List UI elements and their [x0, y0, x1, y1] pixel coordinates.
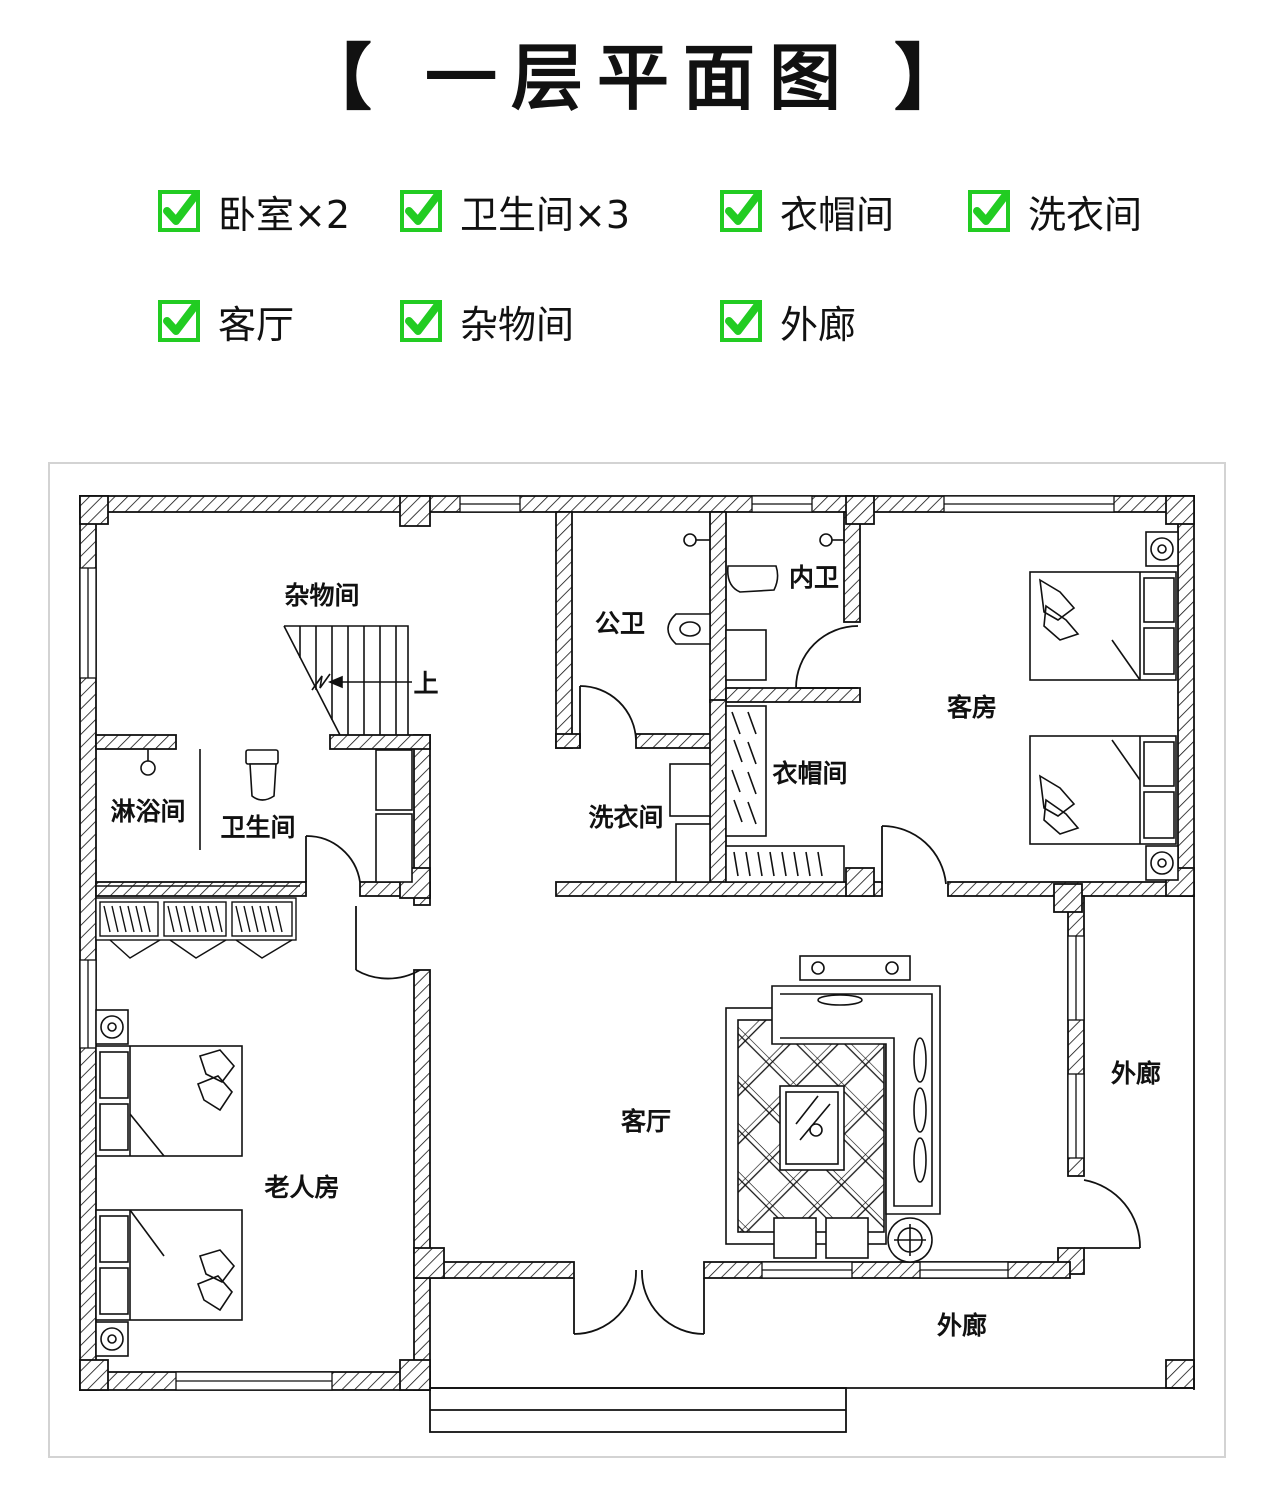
plan-frame	[48, 462, 1226, 1458]
doors	[305, 625, 1141, 1335]
feature-label: 衣帽间	[780, 192, 895, 237]
feature-item: 外廊	[720, 296, 857, 347]
windows	[79, 495, 1115, 1391]
page-title: 【 一层平面图 】	[299, 36, 981, 120]
checkbox-checked-icon	[158, 190, 200, 232]
room-label-veranda-south: 外廊	[937, 1311, 987, 1340]
bathroom-fixtures	[96, 749, 413, 887]
checkbox-checked-icon	[158, 300, 200, 342]
room-label-living-room: 客厅	[621, 1107, 671, 1136]
room-label-public-wc: 公卫	[595, 609, 645, 638]
feature-item: 洗衣间	[968, 186, 1143, 237]
elder-beds	[95, 1009, 243, 1357]
checkbox-checked-icon	[720, 300, 762, 342]
feature-label: 洗衣间	[1028, 192, 1143, 237]
room-label-veranda-east: 外廊	[1111, 1059, 1161, 1088]
checkbox-checked-icon	[968, 190, 1010, 232]
guest-beds	[1029, 531, 1179, 881]
feature-label: 外廊	[780, 302, 857, 347]
room-label-bathroom: 卫生间	[220, 813, 295, 842]
feature-item: 客厅	[158, 296, 295, 347]
feature-label: 客厅	[218, 302, 295, 347]
feature-item: 卧室×2	[158, 186, 351, 237]
room-label-ensuite-wc: 内卫	[789, 563, 839, 592]
veranda-edge	[429, 896, 1195, 1433]
stair-up-label: 上	[413, 669, 438, 698]
stairs	[283, 625, 412, 736]
feature-label: 卧室×2	[218, 192, 351, 237]
checkbox-checked-icon	[720, 190, 762, 232]
feature-label: 卫生间×3	[460, 192, 631, 237]
room-label-storage: 杂物间	[284, 581, 359, 610]
public-wc-fixtures	[667, 533, 711, 645]
feature-label: 杂物间	[460, 302, 575, 347]
wardrobe	[95, 897, 297, 959]
feature-item: 杂物间	[400, 296, 575, 347]
room-label-laundry: 洗衣间	[588, 803, 663, 832]
room-label-elder-room: 老人房	[264, 1173, 339, 1202]
checkbox-checked-icon	[400, 190, 442, 232]
laundry-fixtures	[669, 705, 845, 883]
feature-item: 卫生间×3	[400, 186, 631, 237]
ensuite-fixtures	[725, 533, 844, 681]
room-label-guest-room: 客房	[947, 693, 997, 722]
feature-item: 衣帽间	[720, 186, 895, 237]
room-label-cloakroom: 衣帽间	[772, 759, 847, 788]
checkbox-checked-icon	[400, 300, 442, 342]
living-furniture	[725, 955, 941, 1263]
room-label-shower: 淋浴间	[110, 797, 185, 826]
